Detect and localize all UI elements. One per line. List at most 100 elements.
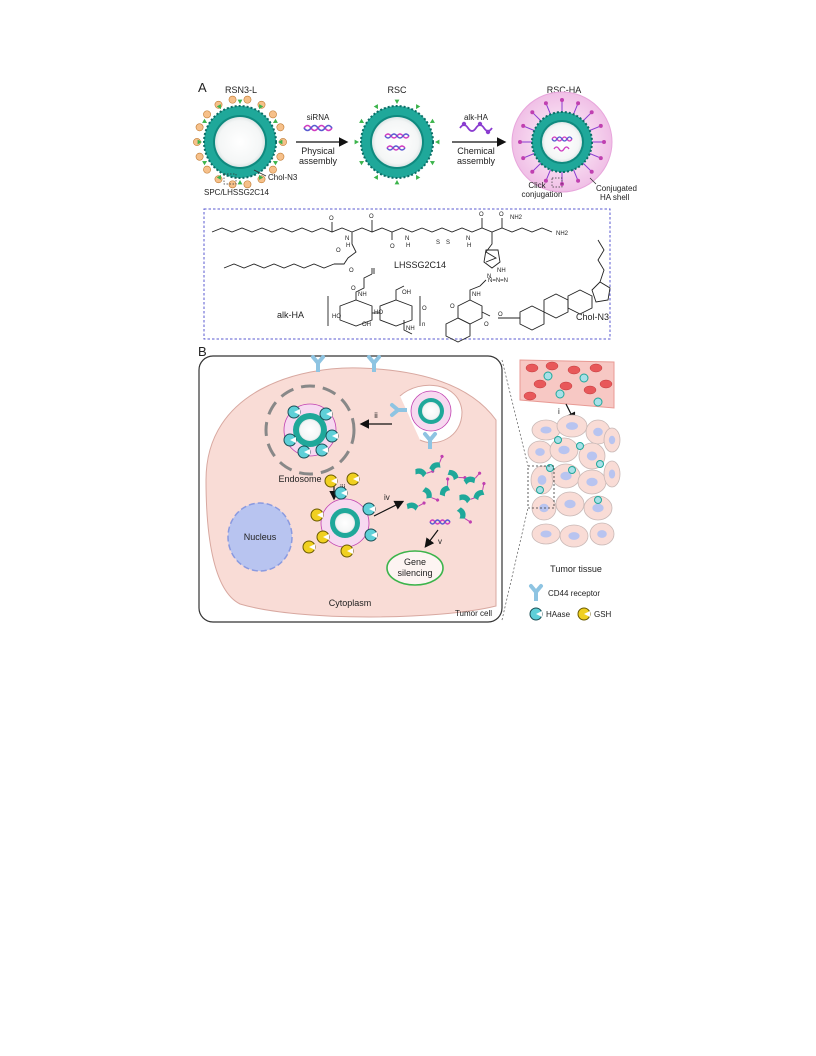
click-callout-line1: Click bbox=[528, 181, 546, 190]
lipid-fragment bbox=[429, 454, 444, 472]
step-ii-label: ii bbox=[374, 411, 378, 420]
haase-legend-icon bbox=[529, 607, 543, 621]
chol-n3-marker-icon bbox=[373, 104, 378, 110]
haase-icon bbox=[297, 445, 311, 459]
tumor-cell bbox=[603, 427, 621, 453]
chol-n3-marker-icon bbox=[202, 161, 208, 166]
chol-n3-structure bbox=[445, 239, 611, 343]
rsc-particle bbox=[354, 99, 440, 185]
ha-chain-end bbox=[598, 156, 603, 161]
svg-text:H: H bbox=[406, 243, 410, 249]
red-blood-cell bbox=[533, 379, 547, 389]
nucleus-label: Nucleus bbox=[244, 532, 277, 542]
cell-nucleus bbox=[608, 469, 616, 479]
nanoparticle-icon bbox=[596, 460, 604, 468]
cell-nucleus bbox=[568, 532, 580, 540]
tumor-cell bbox=[556, 414, 588, 438]
gene-silencing-oval bbox=[386, 550, 444, 586]
chol-n3-marker-icon bbox=[216, 104, 221, 110]
ha-chain bbox=[531, 111, 542, 122]
chol-n3-atoms: N=N=N NH O O O bbox=[450, 278, 508, 328]
ha-chain bbox=[531, 162, 542, 173]
ha-chain-end bbox=[521, 156, 526, 161]
svg-text:O: O bbox=[479, 212, 484, 218]
lipid-fragment bbox=[473, 481, 486, 501]
released-sirna-icon bbox=[429, 519, 451, 525]
nanoparticle-icon bbox=[555, 389, 565, 399]
haase-icon bbox=[362, 502, 376, 516]
nanoparticle-icon bbox=[593, 397, 603, 407]
encapsulated-sirna-icon bbox=[384, 133, 410, 151]
sirna-icon bbox=[303, 124, 333, 132]
nanoparticle-icon bbox=[594, 496, 602, 504]
positive-charge-icon bbox=[276, 123, 285, 132]
internalizing-nanoparticle bbox=[410, 390, 452, 432]
chol-n3-marker-icon bbox=[354, 139, 359, 145]
cell-nucleus bbox=[558, 445, 570, 455]
svg-text:NH: NH bbox=[358, 292, 367, 298]
gsh-icon bbox=[310, 508, 324, 522]
svg-text:S: S bbox=[446, 240, 450, 246]
haase-icon bbox=[364, 528, 378, 542]
svg-text:NH2: NH2 bbox=[510, 215, 523, 221]
nanoparticle-icon bbox=[579, 373, 589, 383]
stage-label-rscha: RSC-HA bbox=[547, 85, 582, 95]
gsh-icon bbox=[346, 472, 360, 486]
nucleus bbox=[227, 502, 293, 572]
tumor-cell bbox=[559, 524, 589, 548]
chol-n3-marker-icon bbox=[197, 139, 202, 145]
chol-n3-marker-icon bbox=[272, 118, 278, 123]
red-blood-cell bbox=[583, 385, 597, 395]
chol-callout: Chol-N3 bbox=[268, 173, 298, 182]
chol-n3-marker-icon bbox=[429, 161, 435, 166]
click-callout-line2: conjugation bbox=[522, 190, 563, 199]
svg-text:n: n bbox=[422, 322, 425, 328]
chol-n3-marker-icon bbox=[278, 139, 283, 145]
svg-text:O: O bbox=[351, 286, 356, 292]
legend-gsh: GSH bbox=[594, 610, 612, 619]
conj-callout-line2: HA shell bbox=[600, 193, 630, 202]
svg-text:H: H bbox=[467, 243, 471, 249]
nanoparticle-icon bbox=[568, 466, 576, 474]
svg-text:O: O bbox=[390, 244, 395, 250]
svg-text:O: O bbox=[499, 212, 504, 218]
svg-text:N=N=N: N=N=N bbox=[488, 278, 508, 284]
positive-charge-icon bbox=[269, 165, 277, 174]
positive-charge-icon bbox=[243, 95, 252, 104]
tumor-tissue-label: Tumor tissue bbox=[550, 564, 602, 574]
cell-nucleus bbox=[540, 530, 552, 538]
conj-callout-line bbox=[589, 177, 597, 185]
cell-nucleus bbox=[592, 503, 604, 513]
ha-chain-end bbox=[560, 98, 564, 102]
stage-label-rsc: RSC bbox=[387, 85, 407, 95]
lipid-fragment bbox=[456, 507, 472, 524]
step-i-label: i bbox=[558, 407, 560, 416]
chol-n3-marker-icon bbox=[259, 104, 264, 110]
chol-n3-marker-icon bbox=[237, 99, 243, 104]
rsn3l-particle bbox=[193, 95, 287, 189]
conj-callout-line1: Conjugated bbox=[596, 184, 637, 193]
chemical-assembly-step: alk-HA Chemical assembly bbox=[452, 113, 507, 166]
ha-chain bbox=[545, 103, 551, 115]
svg-text:N: N bbox=[466, 236, 470, 242]
ha-chain-end bbox=[530, 110, 535, 115]
cell-nucleus bbox=[608, 435, 616, 445]
legend: CD44 receptor HAase GSH bbox=[529, 584, 612, 621]
svg-text:OH: OH bbox=[362, 322, 371, 328]
svg-text:O: O bbox=[498, 312, 503, 318]
tumor-cell bbox=[577, 469, 607, 495]
svg-text:NH: NH bbox=[472, 292, 481, 298]
lhssg2c14-atoms: O O N H O N H S S N H O O N NH NH2 NH2 O… bbox=[329, 212, 569, 280]
positive-charge-icon bbox=[269, 110, 277, 119]
chol-n3-marker-icon bbox=[394, 99, 400, 104]
cell-nucleus bbox=[586, 477, 598, 487]
svg-text:O: O bbox=[484, 322, 489, 328]
nanoparticle-icon bbox=[543, 371, 553, 381]
chol-n3-marker-icon bbox=[272, 161, 278, 166]
haase-icon bbox=[334, 486, 348, 500]
svg-text:S: S bbox=[436, 240, 440, 246]
svg-text:O: O bbox=[369, 214, 374, 220]
haase-icon bbox=[283, 433, 297, 447]
alk-ha-icon bbox=[459, 121, 493, 135]
positive-charge-icon bbox=[243, 180, 252, 189]
